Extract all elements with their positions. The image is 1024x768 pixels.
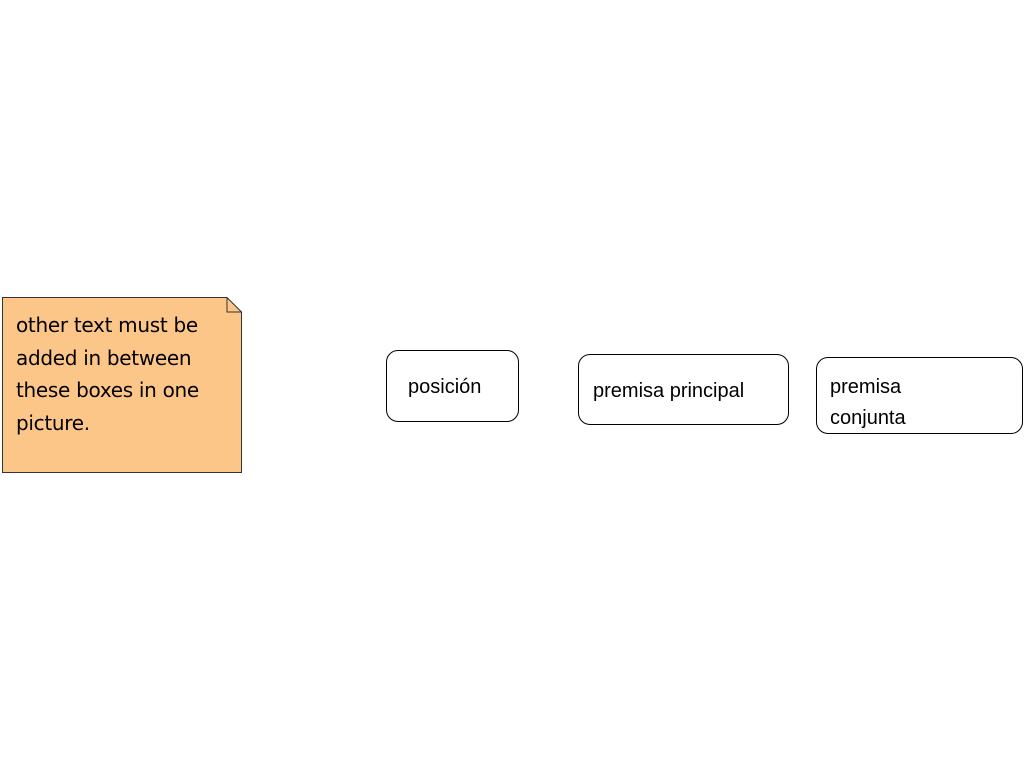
note-shape [2, 297, 242, 473]
note-text: other text must be added in between thes… [16, 313, 199, 435]
sticky-note[interactable]: other text must be added in between thes… [2, 297, 242, 473]
node-label: premisa principal [593, 380, 745, 402]
node-premisa-principal[interactable]: premisa principal [578, 354, 789, 425]
node-posicion[interactable]: posición [386, 350, 519, 422]
node-label: premisa conjunta [830, 376, 906, 429]
node-premisa-conjunta[interactable]: premisa conjunta [816, 357, 1023, 434]
node-label: posición [408, 376, 482, 398]
